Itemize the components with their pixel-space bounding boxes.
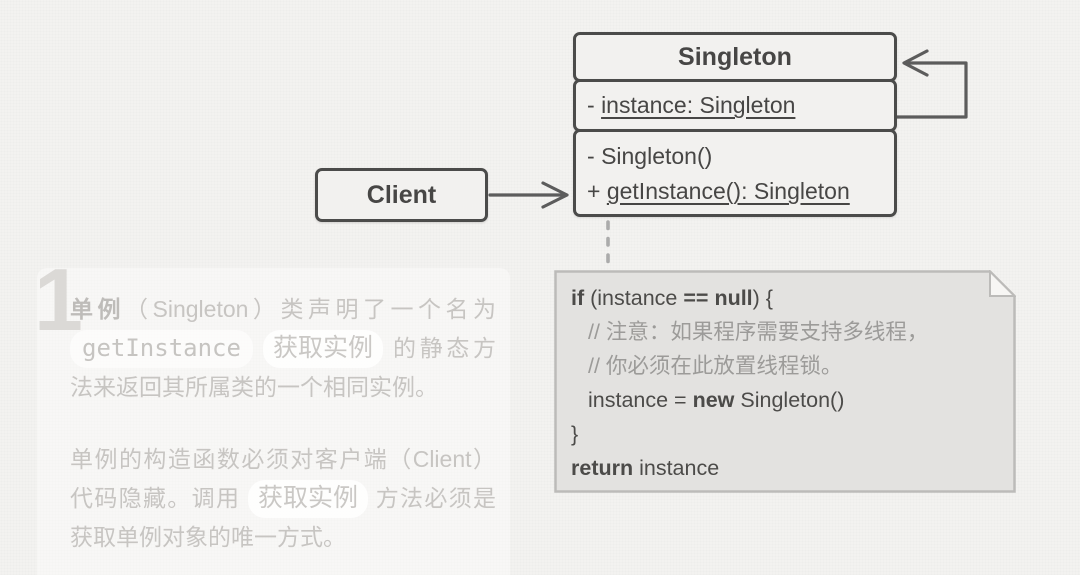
annotation-paragraph-2: 单例的构造函数必须对客户端（Client）代码隐藏。调用 获取实例 方法必须是获… xyxy=(37,440,510,557)
code-line: // 你必须在此放置线程锁。 xyxy=(571,349,986,383)
uml-member-visibility: - xyxy=(587,92,602,118)
singleton-methods-compartment: - Singleton()+ getInstance(): Singleton xyxy=(573,129,897,217)
note-shape xyxy=(554,270,1016,493)
code-line: } xyxy=(571,417,986,451)
text-segment: Singleton() xyxy=(734,388,845,412)
singleton-class-title: Singleton xyxy=(678,42,792,71)
text-segment: } xyxy=(571,422,579,446)
code-line: if (instance == null) { xyxy=(571,281,986,315)
uml-member: - instance: Singleton xyxy=(587,92,883,119)
note-fold-corner xyxy=(989,270,1016,297)
text-segment: 获取实例 xyxy=(263,330,384,368)
text-segment xyxy=(253,335,263,361)
text-segment: (instance xyxy=(584,286,684,310)
client-class-title: Client xyxy=(366,180,437,209)
text-segment: if xyxy=(571,286,585,310)
text-segment: 单例的构造函数必须对客户端（Client）代码隐藏。调用 xyxy=(70,446,496,511)
text-segment: 单例 xyxy=(70,296,126,322)
text-segment: ) { xyxy=(752,286,773,310)
code-line: // 注意：如果程序需要支持多线程， xyxy=(571,315,986,349)
singleton-class-box: Singleton - instance: Singleton - Single… xyxy=(573,32,897,217)
text-segment: == xyxy=(683,286,709,310)
text-segment: new xyxy=(692,388,735,412)
uml-member-name: Singleton() xyxy=(601,143,713,169)
annotation-paragraph-1: 单例（Singleton）类声明了一个名为 getInstance 获取实例 的… xyxy=(37,268,510,407)
note-body xyxy=(554,270,1016,493)
uml-member-name: instance: Singleton xyxy=(601,92,796,118)
uml-member-visibility: + xyxy=(587,178,607,204)
text-segment: 获取实例 xyxy=(247,480,368,518)
code-block: if (instance == null) { // 注意：如果程序需要支持多线程… xyxy=(571,281,986,485)
singleton-self-arrowhead xyxy=(902,49,929,77)
uml-member: + getInstance(): Singleton xyxy=(587,174,883,209)
text-segment: instance xyxy=(633,456,720,480)
text-segment: 方法必须是获取单例对象的唯一方式。 xyxy=(70,485,497,550)
uml-member-name: getInstance(): Singleton xyxy=(606,178,850,204)
text-segment: // 你必须在此放置线程锁。 xyxy=(588,354,843,378)
annotation-panel: 1 单例（Singleton）类声明了一个名为 getInstance 获取实例… xyxy=(34,256,510,575)
code-line: return instance xyxy=(571,451,986,485)
singleton-self-arrow-shaft xyxy=(895,61,968,119)
code-note: if (instance == null) { // 注意：如果程序需要支持多线程… xyxy=(554,270,1016,493)
uml-member: - Singleton() xyxy=(587,139,883,174)
text-segment: （Singleton）类声明了一个名为 xyxy=(125,296,496,322)
text-segment: 的静态方法来返回其所属类的一个相同实例。 xyxy=(70,335,497,400)
singleton-attributes-compartment: - instance: Singleton xyxy=(573,79,897,132)
text-segment: null xyxy=(714,286,753,310)
client-class-box: Client xyxy=(315,168,488,222)
singleton-class-title-compartment: Singleton xyxy=(573,32,897,82)
text-segment: getInstance xyxy=(70,330,253,368)
text-segment: // 注意：如果程序需要支持多线程， xyxy=(588,320,929,344)
text-segment: return xyxy=(571,456,634,480)
code-line: instance = new Singleton() xyxy=(571,383,986,417)
uml-member-visibility: - xyxy=(587,143,602,169)
client-to-singleton-arrowhead xyxy=(541,181,569,209)
text-segment: instance = xyxy=(588,388,693,412)
annotation-step-number: 1 xyxy=(34,250,83,349)
